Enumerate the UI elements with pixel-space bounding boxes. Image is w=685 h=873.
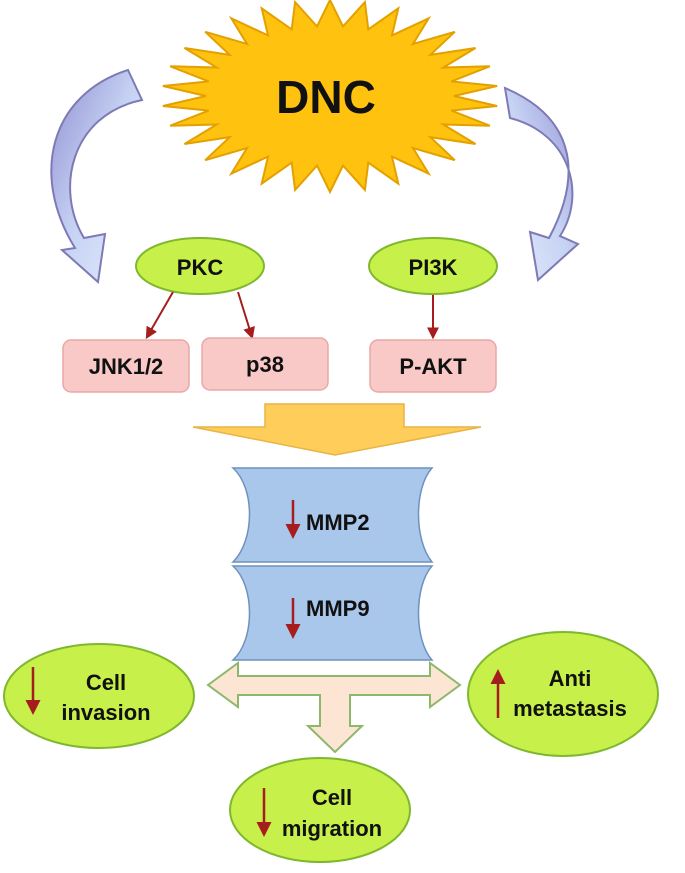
cell-invasion-line2: invasion bbox=[61, 700, 150, 725]
p38-box bbox=[201, 337, 329, 391]
down-block-arrow bbox=[192, 403, 482, 456]
pakt-node: P-AKT bbox=[369, 339, 497, 393]
p38-node: p38 bbox=[201, 337, 329, 391]
cell-invasion-line1: Cell bbox=[86, 670, 126, 695]
arrow-pkc-to-jnk bbox=[145, 291, 174, 340]
anti-metastasis-line1: Anti bbox=[549, 666, 592, 691]
dnc-starburst: DNC bbox=[162, 0, 498, 195]
mmp2-label: MMP2 bbox=[306, 510, 370, 535]
arrow-pkc-to-p38 bbox=[237, 291, 255, 340]
anti-metastasis-line2: metastasis bbox=[513, 696, 627, 721]
mmp9-node: MMP9 bbox=[231, 565, 434, 661]
pkc-node: PKC bbox=[135, 237, 265, 295]
mmp9-scroll bbox=[231, 565, 434, 661]
pakt-label: P-AKT bbox=[399, 354, 467, 379]
pi3k-node: PI3K bbox=[368, 237, 498, 295]
jnk-label: JNK1/2 bbox=[89, 354, 164, 379]
three-way-arrow bbox=[206, 661, 462, 754]
mmp9-label: MMP9 bbox=[306, 596, 370, 621]
cell-migration-node: Cell migration bbox=[229, 757, 411, 863]
pkc-label: PKC bbox=[177, 255, 224, 280]
jnk-box bbox=[62, 339, 190, 393]
mmp2-node: MMP2 bbox=[231, 467, 434, 563]
anti-metastasis-node: Anti metastasis bbox=[467, 631, 659, 757]
p38-label: p38 bbox=[246, 352, 284, 377]
curved-arrow-right bbox=[503, 86, 580, 282]
curved-arrow-left bbox=[50, 68, 144, 284]
cell-migration-line2: migration bbox=[282, 816, 382, 841]
mmp2-scroll bbox=[231, 467, 434, 563]
pakt-box bbox=[369, 339, 497, 393]
anti-metastasis-ellipse bbox=[467, 631, 659, 757]
pkc-ellipse bbox=[135, 237, 265, 295]
pi3k-ellipse bbox=[368, 237, 498, 295]
cell-invasion-node: Cell invasion bbox=[3, 643, 195, 749]
cell-migration-line1: Cell bbox=[312, 785, 352, 810]
jnk-node: JNK1/2 bbox=[62, 339, 190, 393]
dnc-label: DNC bbox=[276, 71, 376, 123]
starburst-shape bbox=[162, 0, 498, 195]
cell-migration-ellipse bbox=[229, 757, 411, 863]
cell-invasion-ellipse bbox=[3, 643, 195, 749]
pi3k-label: PI3K bbox=[409, 255, 458, 280]
